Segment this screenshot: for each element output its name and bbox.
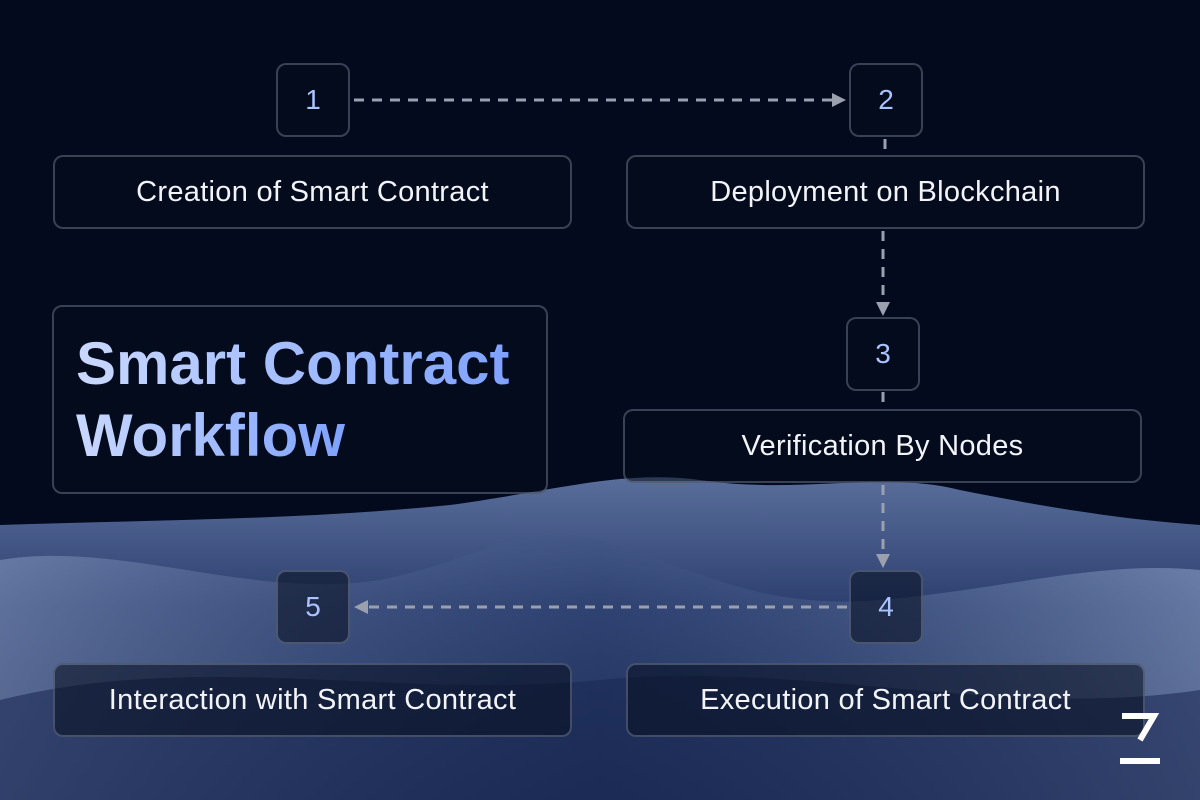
title-line-1: Smart Contract: [76, 329, 510, 397]
step-5-label: Interaction with Smart Contract: [53, 663, 572, 737]
arrowhead-5: [354, 600, 368, 614]
arrowhead-4: [876, 554, 890, 568]
brand-logo-icon: [1120, 713, 1160, 764]
step-4-label: Execution of Smart Contract: [626, 663, 1145, 737]
arrowhead-3: [876, 302, 890, 316]
step-1-label: Creation of Smart Contract: [53, 155, 572, 229]
step-2-number: 2: [849, 63, 923, 137]
step-4-number: 4: [849, 570, 923, 644]
title-line-2: Workflow: [76, 401, 345, 469]
step-5-number: 5: [276, 570, 350, 644]
step-3-number: 3: [846, 317, 920, 391]
page-title: Smart Contract Workflow: [52, 305, 548, 494]
step-3-label: Verification By Nodes: [623, 409, 1142, 483]
step-2-label: Deployment on Blockchain: [626, 155, 1145, 229]
arrowhead-2: [832, 93, 846, 107]
step-1-number: 1: [276, 63, 350, 137]
